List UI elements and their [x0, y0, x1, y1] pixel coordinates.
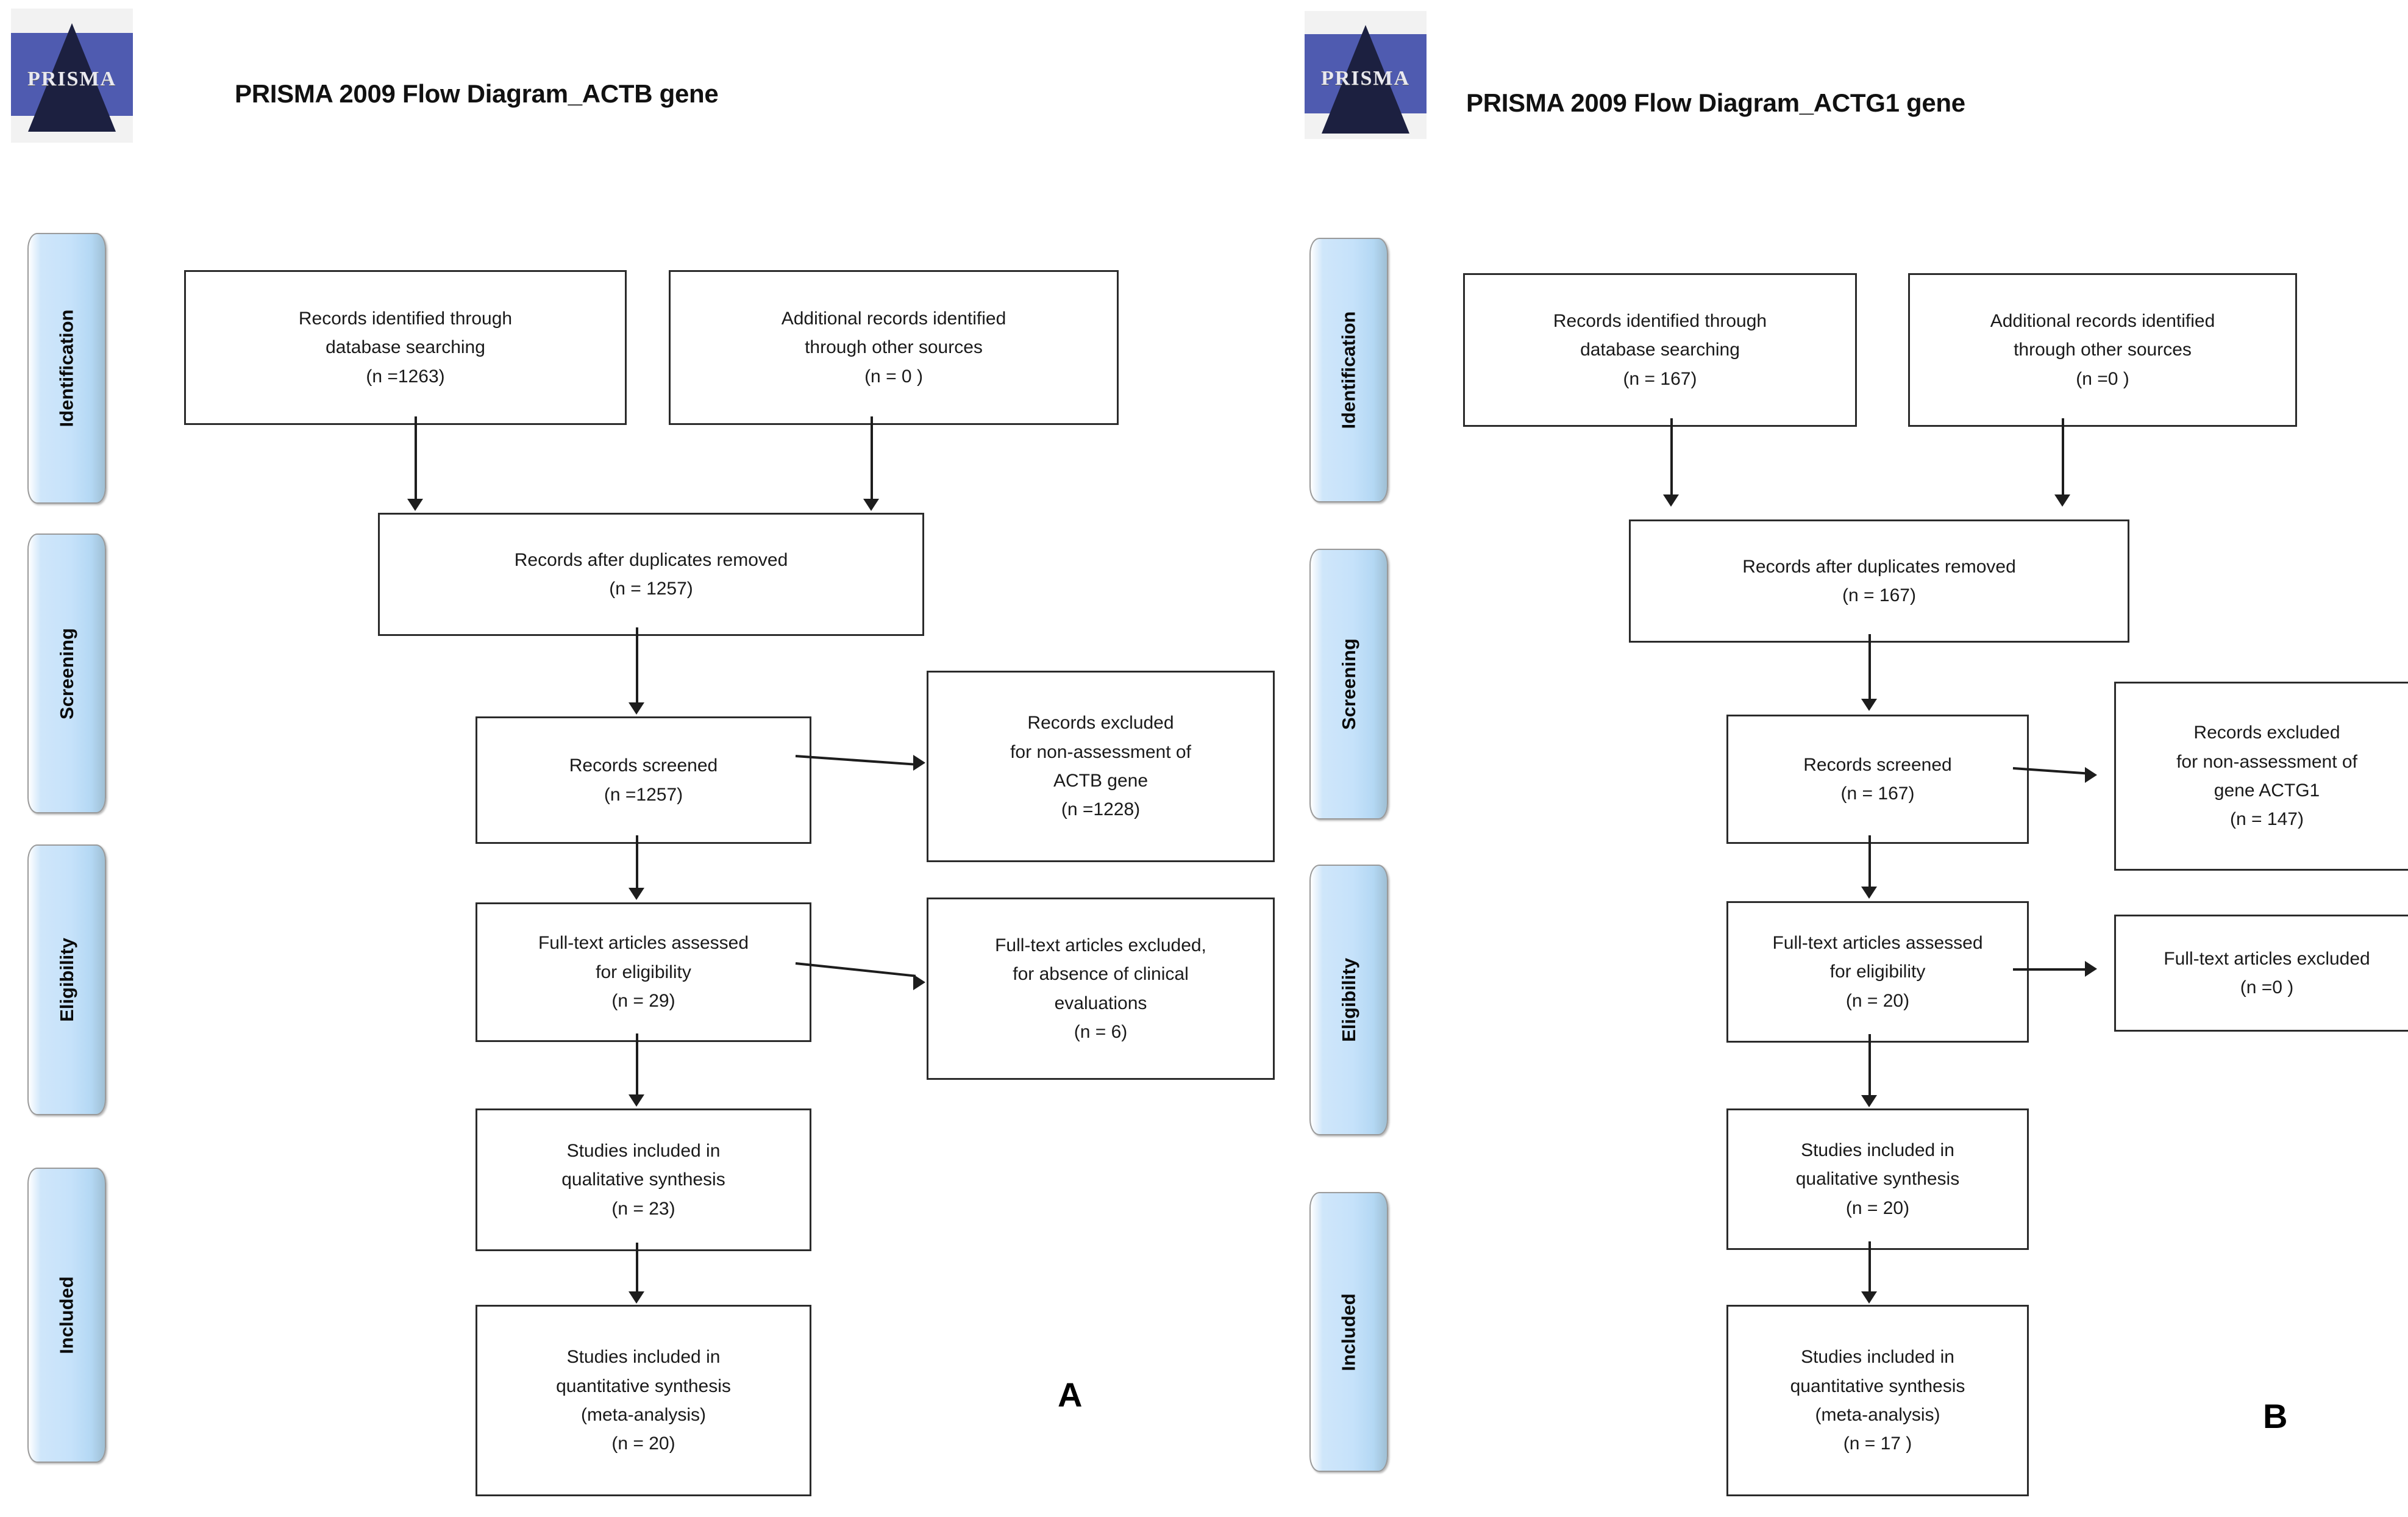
- box-text: Additional records identified through ot…: [781, 308, 1006, 387]
- connector-qualitative-to-quantitative-a: [636, 1243, 638, 1293]
- connector-screened-to-fulltext-b: [1868, 835, 1871, 888]
- stage-tab-included-b: Included: [1309, 1192, 1388, 1472]
- connector-qualitative-to-quantitative-b: [1868, 1241, 1871, 1293]
- box-records-identified-a: Records identified through database sear…: [184, 270, 627, 425]
- box-fulltext-assessed-b: Full-text articles assessed for eligibil…: [1726, 901, 2029, 1043]
- box-records-excluded-a: Records excluded for non-assessment of A…: [927, 671, 1275, 862]
- arrow-qualitative-to-quantitative-b: [1861, 1291, 1877, 1304]
- prisma-logo-b: PRISMA: [1305, 11, 1427, 139]
- stage-tab-screening-a: Screening: [27, 534, 106, 813]
- stage-label: Screening: [55, 627, 77, 719]
- box-text: Full-text articles excluded, for absence…: [995, 935, 1206, 1042]
- box-text: Additional records identified through ot…: [1990, 310, 2215, 389]
- box-records-excluded-b: Records excluded for non-assessment of g…: [2114, 682, 2408, 871]
- box-additional-records-b: Additional records identified through ot…: [1908, 273, 2297, 427]
- box-additional-records-a: Additional records identified through ot…: [669, 270, 1119, 425]
- arrow-additional-to-duplicates-a: [863, 499, 879, 511]
- connector-additional-to-duplicates-b: [2062, 418, 2064, 496]
- panel-letter-a: A: [1058, 1376, 1083, 1414]
- box-duplicates-removed-b: Records after duplicates removed (n = 16…: [1629, 519, 2129, 643]
- box-text: Studies included in quantitative synthes…: [556, 1347, 731, 1454]
- stage-tab-included-a: Included: [27, 1168, 106, 1463]
- arrow-identified-to-duplicates-a: [407, 499, 423, 511]
- stage-tab-eligibility-a: Eligibility: [27, 844, 106, 1115]
- arrow-duplicates-to-screened-a: [629, 702, 644, 715]
- box-duplicates-removed-a: Records after duplicates removed (n = 12…: [378, 513, 924, 636]
- box-qualitative-a: Studies included in qualitative synthesi…: [476, 1108, 811, 1251]
- connector-screened-to-fulltext-a: [636, 835, 638, 889]
- box-text: Records excluded for non-assessment of g…: [2176, 723, 2357, 830]
- connector-duplicates-to-screened-b: [1868, 634, 1871, 700]
- connector-fulltext-to-excluded-b: [2013, 968, 2087, 971]
- arrow-identified-to-duplicates-b: [1663, 494, 1679, 507]
- arrow-screened-to-fulltext-a: [629, 888, 644, 900]
- panel-a-title: PRISMA 2009 Flow Diagram_ACTB gene: [235, 79, 719, 108]
- box-text: Studies included in qualitative synthesi…: [561, 1140, 725, 1219]
- pyramid-icon: [28, 23, 116, 132]
- box-fulltext-excluded-a: Full-text articles excluded, for absence…: [927, 898, 1275, 1080]
- arrow-fulltext-to-qualitative-a: [629, 1094, 644, 1107]
- box-text: Records excluded for non-assessment of A…: [1010, 713, 1191, 820]
- arrow-screened-to-excluded-a: [913, 755, 925, 771]
- box-records-screened-b: Records screened (n = 167): [1726, 715, 2029, 844]
- stage-label: Included: [55, 1276, 77, 1354]
- arrow-screened-to-excluded-b: [2085, 767, 2097, 783]
- arrow-fulltext-to-excluded-b: [2085, 961, 2097, 977]
- arrow-fulltext-to-excluded-a: [913, 974, 925, 990]
- box-text: Full-text articles excluded (n =0 ): [2164, 948, 2370, 998]
- box-text: Records screened (n = 167): [1803, 754, 1952, 804]
- box-text: Records after duplicates removed (n = 12…: [514, 549, 788, 599]
- arrow-additional-to-duplicates-b: [2054, 494, 2070, 507]
- panel-letter-b: B: [2263, 1397, 2288, 1435]
- arrow-duplicates-to-screened-b: [1861, 699, 1877, 711]
- connector-duplicates-to-screened-a: [636, 627, 638, 704]
- box-fulltext-excluded-b: Full-text articles excluded (n =0 ): [2114, 915, 2408, 1032]
- stage-tab-screening-b: Screening: [1309, 549, 1388, 819]
- connector-fulltext-to-qualitative-a: [636, 1033, 638, 1098]
- prisma-logo-a: PRISMA: [11, 9, 133, 143]
- logo-wordmark: PRISMA: [27, 67, 117, 90]
- box-records-identified-b: Records identified through database sear…: [1463, 273, 1857, 427]
- box-quantitative-b: Studies included in quantitative synthes…: [1726, 1305, 2029, 1496]
- stage-label: Eligibility: [55, 938, 77, 1022]
- connector-screened-to-excluded-a: [795, 755, 916, 766]
- stage-label: Identification: [1338, 311, 1359, 429]
- logo-wordmark: PRISMA: [1320, 67, 1411, 90]
- connector-additional-to-duplicates-a: [871, 416, 873, 501]
- box-qualitative-b: Studies included in qualitative synthesi…: [1726, 1108, 2029, 1250]
- box-text: Full-text articles assessed for eligibil…: [538, 933, 749, 1012]
- stage-label: Included: [1338, 1293, 1359, 1371]
- box-text: Studies included in quantitative synthes…: [1790, 1347, 1965, 1454]
- panel-b-title: PRISMA 2009 Flow Diagram_ACTG1 gene: [1466, 88, 1965, 117]
- arrow-qualitative-to-quantitative-a: [629, 1291, 644, 1304]
- connector-fulltext-to-qualitative-b: [1868, 1034, 1871, 1096]
- connector-identified-to-duplicates-a: [415, 416, 417, 501]
- box-fulltext-assessed-a: Full-text articles assessed for eligibil…: [476, 902, 811, 1042]
- stage-tab-identification-a: Identification: [27, 233, 106, 504]
- box-text: Full-text articles assessed for eligibil…: [1772, 932, 1983, 1011]
- pyramid-icon: [1322, 25, 1409, 134]
- stage-tab-identification-b: Identification: [1309, 238, 1388, 502]
- box-quantitative-a: Studies included in quantitative synthes…: [476, 1305, 811, 1496]
- box-text: Records identified through database sear…: [298, 308, 513, 387]
- stage-label: Screening: [1338, 638, 1359, 730]
- arrow-fulltext-to-qualitative-b: [1861, 1095, 1877, 1107]
- stage-label: Identification: [55, 309, 77, 427]
- box-text: Records after duplicates removed (n = 16…: [1742, 556, 2016, 605]
- connector-fulltext-to-excluded-a: [795, 962, 916, 977]
- stage-label: Eligibility: [1338, 958, 1359, 1042]
- box-records-screened-a: Records screened (n =1257): [476, 716, 811, 844]
- box-text: Records screened (n =1257): [569, 755, 718, 805]
- connector-identified-to-duplicates-b: [1670, 418, 1673, 496]
- box-text: Studies included in qualitative synthesi…: [1795, 1140, 1960, 1218]
- arrow-screened-to-fulltext-b: [1861, 887, 1877, 899]
- stage-tab-eligibility-b: Eligibility: [1309, 865, 1388, 1135]
- box-text: Records identified through database sear…: [1553, 310, 1767, 389]
